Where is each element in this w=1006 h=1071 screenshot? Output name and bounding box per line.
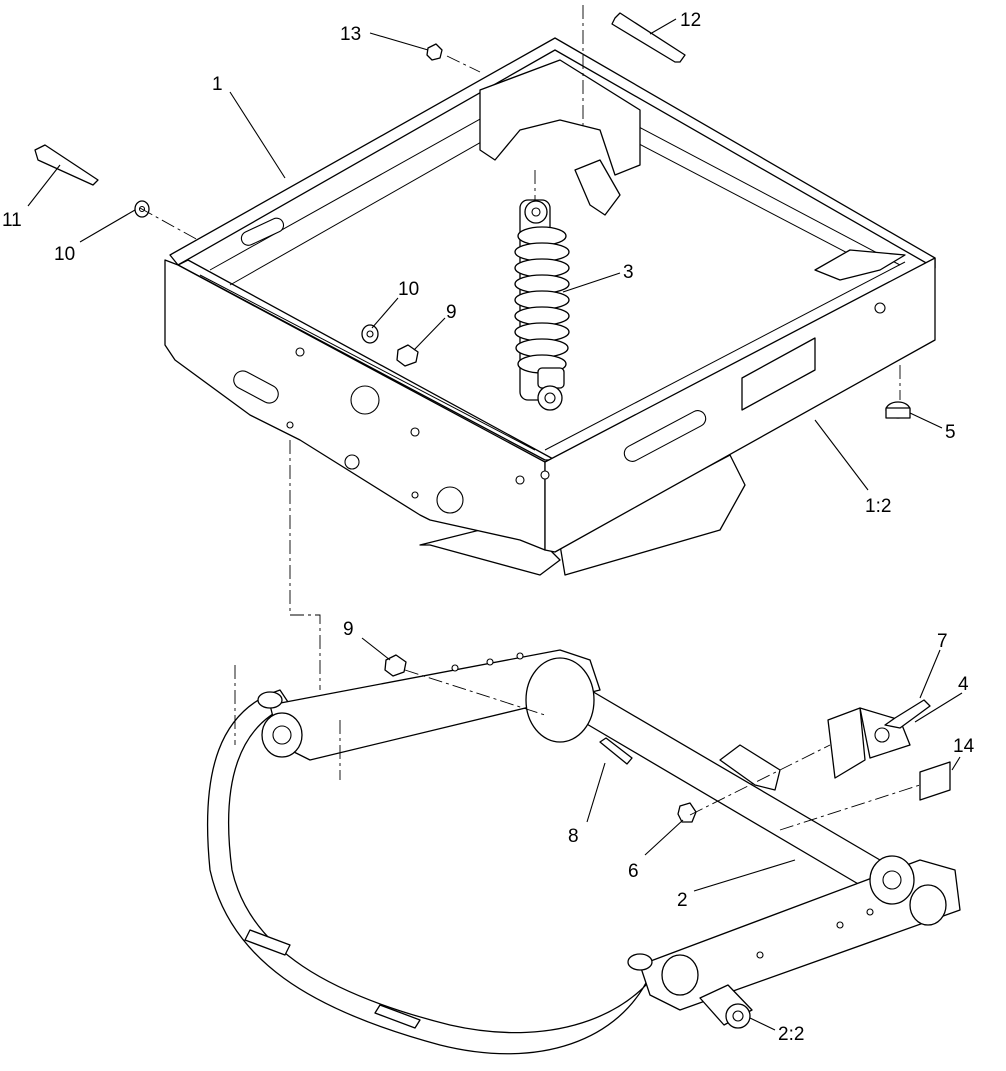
nut-9-lower [384, 654, 407, 677]
callout-9-lower: 9 [343, 619, 354, 640]
bolt-11 [34, 144, 99, 186]
frame-right-face [544, 257, 936, 553]
decal-1-2 [741, 337, 816, 411]
cross-bracket [719, 744, 781, 791]
callout-2-2: 2:2 [778, 1024, 804, 1045]
callout-13: 13 [340, 24, 361, 45]
nut-9-upper [396, 344, 419, 367]
bracket-4 [827, 707, 866, 779]
bolt-8 [599, 737, 633, 765]
callout-8: 8 [568, 826, 579, 847]
callout-labels: 1 12 13 11 10 10 9 3 5 1:2 9 7 4 14 8 6 … [2, 10, 975, 1045]
bolt-7 [884, 699, 931, 729]
pivot-frame [206, 649, 961, 1055]
leader-lines [27, 18, 963, 1031]
callout-3: 3 [623, 262, 634, 283]
callout-10-left: 10 [54, 244, 75, 265]
callout-4: 4 [958, 674, 969, 695]
callout-7: 7 [937, 631, 948, 652]
assembly-lines [139, 5, 921, 831]
shock-bracket [574, 159, 621, 216]
callout-11: 11 [2, 210, 22, 231]
rear-shock-mount [479, 59, 641, 176]
callout-6: 6 [628, 861, 639, 882]
bolt-12 [611, 12, 686, 63]
callout-14: 14 [953, 736, 975, 757]
corner-block [814, 249, 906, 281]
callout-12: 12 [680, 10, 701, 31]
callout-1: 1 [212, 74, 223, 95]
callout-10-mid: 10 [398, 279, 419, 300]
callout-1-2: 1:2 [865, 496, 891, 517]
seat-frame [164, 37, 936, 576]
callout-5: 5 [945, 422, 956, 443]
nut-6 [677, 802, 697, 823]
decal-14 [919, 761, 951, 801]
callout-2: 2 [677, 890, 688, 911]
shock-absorber [514, 199, 570, 411]
callout-9-upper: 9 [446, 302, 457, 323]
nut-13 [426, 43, 443, 61]
